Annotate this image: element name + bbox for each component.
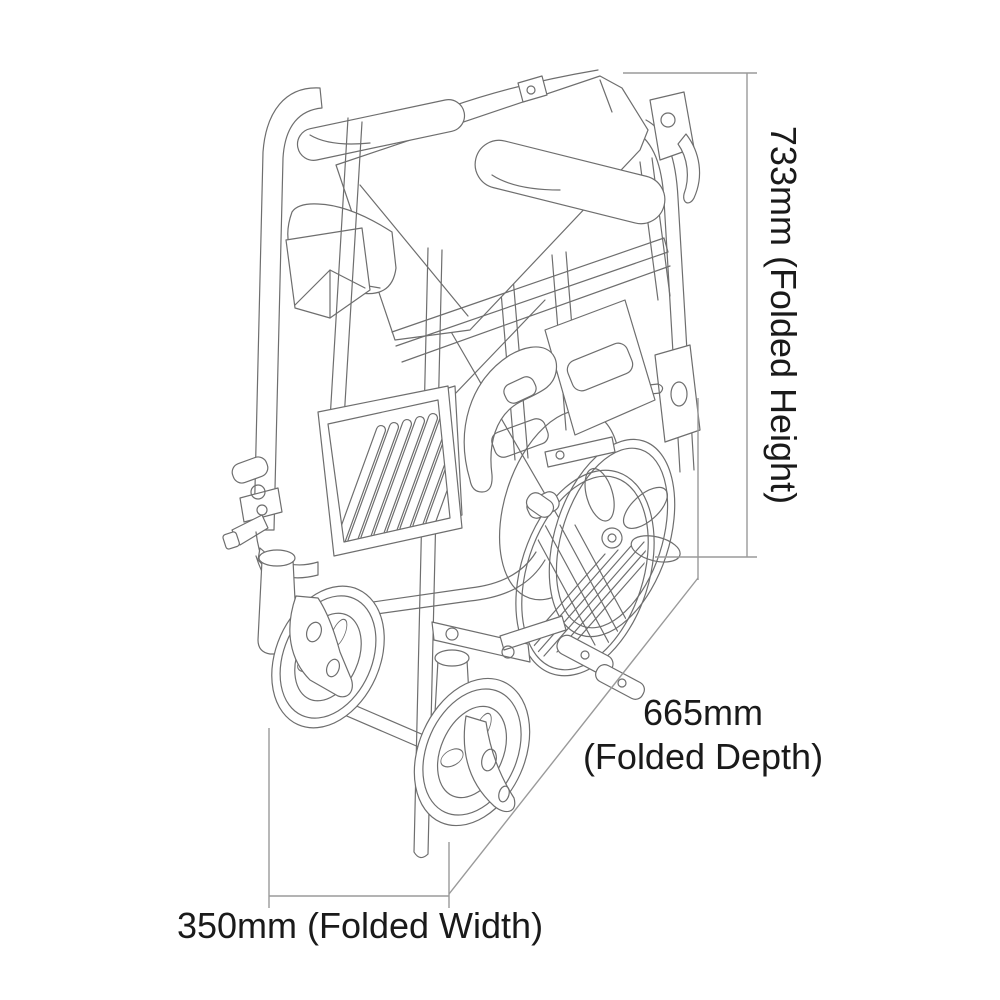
folded-backrest [335,69,649,341]
spoke-guard-lattice [504,524,668,669]
brake-lever-cluster [222,456,283,550]
height-dimension-line [623,72,757,558]
depth-dimension-value: 665mm [642,692,764,733]
footplate [317,385,463,557]
height-dimension-label: 733mm (Folded Height) [763,125,804,505]
left-caster [257,547,385,729]
depth-dimension-label: 665mm (Folded Depth) [583,691,823,779]
rear-wheel [504,383,681,700]
width-dimension-line [268,728,450,908]
width-dimension-label: 350mm (Folded Width) [176,905,544,946]
depth-dimension-qualifier: (Folded Depth) [582,736,824,777]
center-caster [413,615,567,827]
depth-dimension-line [448,398,699,895]
footrest-hanger [556,634,645,700]
side-pouch [285,227,371,319]
seat-rails [391,237,671,363]
